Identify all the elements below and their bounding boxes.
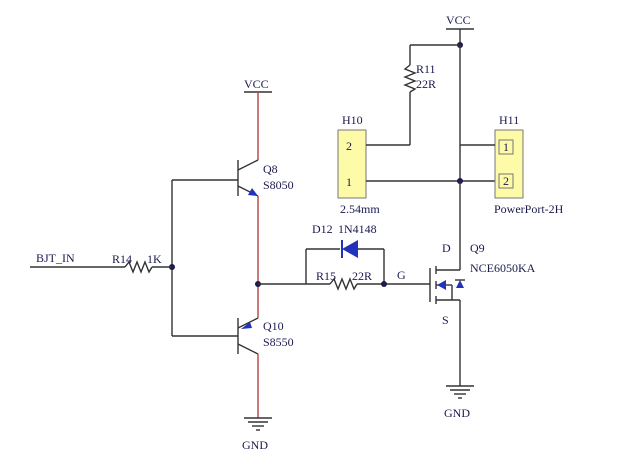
- q10-transistor: [237, 317, 259, 355]
- vcc-top-symbol: VCC: [446, 13, 474, 30]
- gnd-right-label: GND: [444, 406, 470, 420]
- gnd-left-symbol: [244, 417, 272, 431]
- q10-ref: Q10: [263, 319, 284, 333]
- q9-ref: Q9: [470, 241, 485, 255]
- h11-pin-1: 1: [503, 140, 509, 154]
- h10-pin-2: 2: [346, 139, 352, 153]
- vcc-top-label: VCC: [446, 13, 471, 27]
- q8-ref: Q8: [263, 162, 278, 176]
- h10-header: [337, 129, 367, 199]
- r15-value: 22R: [352, 269, 372, 283]
- r11-resistor: [403, 64, 417, 93]
- h11-header: [494, 129, 524, 199]
- r11-ref: R11: [416, 62, 436, 76]
- r14-ref: R14: [112, 252, 132, 266]
- r14-value: 1K: [147, 252, 162, 266]
- r15-resistor: [329, 277, 358, 291]
- q10-value: S8550: [263, 335, 294, 349]
- q9-mosfet: [429, 266, 465, 304]
- gnd-left-label: GND: [242, 438, 268, 452]
- q9-source-label: S: [442, 313, 449, 327]
- h11-pin-1-box: [498, 139, 514, 155]
- h10-ref: H10: [342, 113, 363, 127]
- vcc-left-label: VCC: [244, 77, 269, 91]
- q8-transistor: [237, 159, 259, 197]
- q10-emitter-arrow: [241, 322, 252, 329]
- r15-ref: R15: [316, 269, 336, 283]
- q9-drain-label: D: [442, 241, 451, 255]
- q8-emitter-arrow: [248, 188, 258, 196]
- junction-dot: [381, 281, 387, 287]
- r11-value: 22R: [416, 77, 436, 91]
- d12-value: 1N4148: [338, 222, 377, 236]
- r14-resistor: [124, 260, 153, 274]
- q8-value: S8050: [263, 178, 294, 192]
- q9-gate-label: G: [397, 268, 406, 282]
- gnd-right-symbol: [446, 385, 474, 399]
- input-net-label: BJT_IN: [36, 251, 75, 265]
- h11-pin-2-box: [498, 173, 514, 189]
- q9-value: NCE6050KA: [470, 261, 536, 275]
- h11-ref: H11: [499, 113, 519, 127]
- h10-pin-1: 1: [346, 175, 352, 189]
- d12-diode: [341, 240, 358, 258]
- d12-ref: D12: [312, 222, 333, 236]
- h11-value: PowerPort-2H: [494, 202, 564, 216]
- vcc-left-symbol: VCC: [244, 77, 272, 93]
- h11-pin-2: 2: [503, 174, 509, 188]
- h10-value: 2.54mm: [340, 202, 380, 216]
